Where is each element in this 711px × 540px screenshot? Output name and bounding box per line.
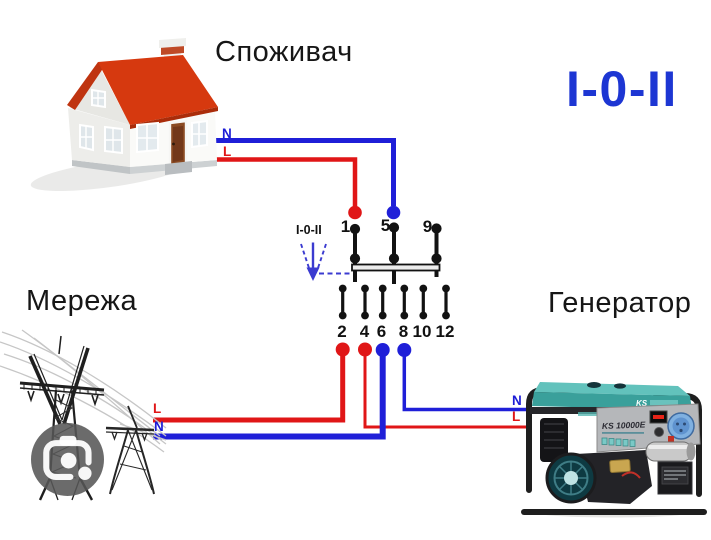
front-wall: [130, 111, 217, 167]
generator-neutral-label: N: [512, 393, 522, 408]
terminal-label-8: 8: [398, 322, 409, 341]
house-neutral-label: N: [222, 126, 232, 141]
control-panel: KS 10000E: [596, 403, 701, 453]
terminal-label-10: 10: [412, 322, 432, 341]
spec-box: [657, 461, 693, 495]
wire-grid-line: [153, 351, 346, 423]
model-label: KS 10000E: [602, 419, 646, 431]
house-illustration: [30, 38, 218, 192]
wire-dot-terminal8: [397, 343, 412, 357]
terminal-label-5: 5: [380, 216, 391, 235]
switch-positions-label: I-0-II: [296, 223, 322, 237]
blue-wires: [153, 138, 528, 440]
arrow-head-icon: [306, 267, 320, 281]
terminal-label-4: 4: [359, 322, 370, 341]
roof-left: [67, 62, 104, 110]
generator-illustration: KS KS 10000E: [521, 382, 707, 518]
consumer-label: Споживач: [215, 36, 353, 68]
wire-dot-terminal6: [375, 343, 390, 357]
lens-icon[interactable]: [31, 423, 104, 496]
panel-knob: [654, 427, 664, 437]
wire-dot-terminal4: [358, 342, 372, 357]
fan-cover: [545, 452, 597, 504]
door-step: [165, 161, 192, 175]
wire-generator-neutral: [402, 351, 528, 412]
grid-line-label: L: [153, 401, 162, 416]
carburetor: [609, 458, 631, 474]
voltmeter-display: [649, 410, 668, 424]
terminal-label-12: 12: [435, 322, 455, 341]
terminal-label-1: 1: [340, 217, 351, 236]
terminal-label-9: 9: [422, 217, 433, 236]
fuel-tank: KS: [532, 382, 692, 410]
chimney: [159, 38, 186, 85]
position-indicator-title: I-0-II: [566, 61, 678, 117]
grid-label: Мережа: [26, 285, 138, 317]
generator-frame: [521, 387, 707, 515]
air-filter-box: [540, 418, 568, 462]
terminal-label-6: 6: [376, 322, 387, 341]
generator-line-label: L: [512, 409, 521, 424]
house-line-label: L: [223, 144, 232, 159]
terminal-label-2: 2: [337, 322, 347, 341]
frame-crossbar: [530, 407, 696, 414]
front-door: [168, 119, 188, 169]
camera-glyph: [42, 435, 92, 480]
generator-label: Генератор: [548, 287, 692, 319]
red-wires: [153, 157, 528, 429]
switch-bridge-bar: [351, 263, 441, 272]
wire-house-line: [216, 157, 358, 206]
changeover-switch: [338, 222, 450, 320]
grid-neutral-label: N: [154, 419, 164, 434]
brand-logo: KS: [636, 399, 648, 408]
pylon-small: [105, 405, 155, 495]
engine-block: [576, 450, 652, 504]
wire-dot-terminal2: [335, 342, 350, 357]
muffler: [645, 441, 696, 462]
switch-position-arrow: [300, 242, 351, 281]
wire-grid-neutral: [153, 351, 386, 440]
wire-house-neutral: [216, 138, 396, 206]
breaker-buttons: [601, 436, 674, 447]
wire-generator-line: [363, 351, 528, 429]
roof-front: [98, 55, 218, 125]
wire-dot-terminal1: [348, 205, 362, 220]
windows: [79, 88, 208, 155]
house-shadow: [30, 156, 190, 192]
power-socket: [667, 412, 695, 440]
gable-wall: [68, 108, 130, 167]
